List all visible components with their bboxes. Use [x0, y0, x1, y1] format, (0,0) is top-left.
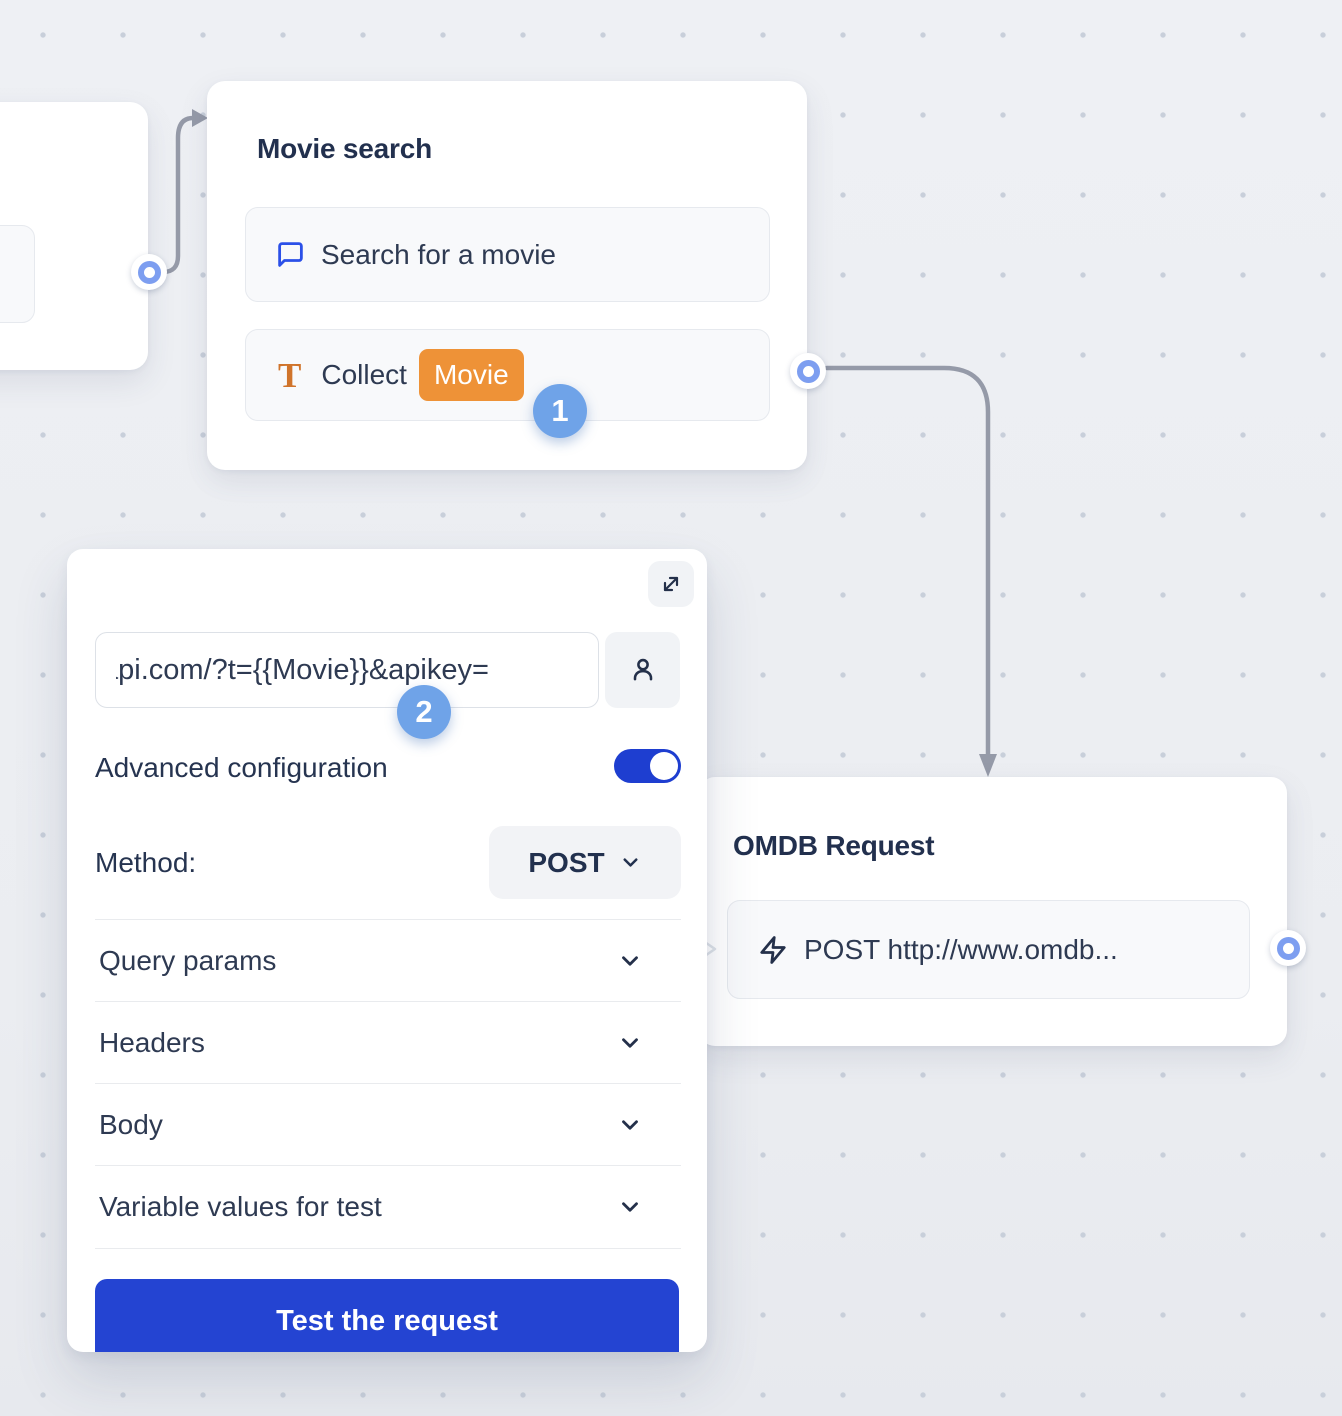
- divider: [95, 919, 681, 920]
- connector-movie-search-to-omdb: [824, 365, 991, 759]
- output-port[interactable]: [131, 254, 167, 290]
- output-port[interactable]: [790, 353, 826, 389]
- section-label: Query params: [99, 945, 277, 976]
- lightning-icon: [758, 935, 788, 965]
- divider: [95, 1248, 681, 1249]
- omdb-request-node[interactable]: OMDB Request POST http://www.omdb...: [699, 777, 1287, 1046]
- method-dropdown[interactable]: POST: [489, 826, 681, 899]
- text-variable-icon: T: [278, 355, 302, 395]
- step-row-webhook[interactable]: POST http://www.omdb...: [727, 900, 1250, 999]
- divider: [95, 1165, 681, 1166]
- webhook-editor-panel[interactable]: Advanced configuration Method: POST Quer…: [67, 549, 707, 1352]
- expand-icon: [659, 572, 683, 596]
- movie-search-node[interactable]: Movie search Search for a movie T Collec…: [207, 81, 807, 470]
- advanced-configuration-label: Advanced configuration: [95, 752, 388, 783]
- chevron-down-icon: [619, 851, 642, 874]
- connector-left-to-movie-search: [160, 115, 196, 275]
- chevron-down-icon: [617, 948, 643, 974]
- section-label: Body: [99, 1109, 163, 1140]
- user-icon: [627, 654, 659, 686]
- variable-badge[interactable]: Movie: [418, 349, 524, 401]
- section-variable-values[interactable]: Variable values for test: [95, 1166, 681, 1248]
- method-value: POST: [528, 846, 605, 878]
- node-title: Movie search: [257, 133, 433, 164]
- partial-node-card[interactable]: [0, 102, 148, 370]
- section-headers[interactable]: Headers: [95, 1002, 681, 1084]
- test-request-button[interactable]: Test the request: [95, 1279, 679, 1352]
- chevron-down-icon: [617, 1030, 643, 1056]
- advanced-configuration-toggle[interactable]: [614, 749, 681, 783]
- step-marker-1: 1: [533, 384, 587, 438]
- expand-button[interactable]: [648, 561, 694, 607]
- section-label: Headers: [99, 1027, 205, 1058]
- arrowhead-down-icon: [979, 754, 997, 777]
- step-label: POST http://www.omdb...: [804, 933, 1118, 965]
- step-marker-2: 2: [397, 685, 451, 739]
- method-label: Method:: [95, 847, 197, 878]
- divider: [95, 1001, 681, 1002]
- section-label: Variable values for test: [99, 1191, 382, 1222]
- url-input[interactable]: [95, 632, 599, 708]
- step-label: Collect: [321, 359, 407, 390]
- chat-bubble-icon: [276, 240, 305, 269]
- chevron-down-icon: [617, 1112, 643, 1138]
- chevron-down-icon: [617, 1194, 643, 1220]
- step-label: Search for a movie: [321, 238, 556, 270]
- arrowhead-right-icon: [192, 109, 208, 127]
- section-body[interactable]: Body: [95, 1084, 681, 1166]
- step-row-question[interactable]: Search for a movie: [245, 207, 770, 302]
- output-port[interactable]: [1270, 930, 1306, 966]
- section-query-params[interactable]: Query params: [95, 920, 681, 1002]
- node-step-row[interactable]: [0, 225, 35, 323]
- node-title: OMDB Request: [733, 830, 935, 861]
- step-row-collect[interactable]: T Collect Movie: [245, 329, 770, 421]
- user-variable-button[interactable]: [605, 632, 680, 708]
- divider: [95, 1083, 681, 1084]
